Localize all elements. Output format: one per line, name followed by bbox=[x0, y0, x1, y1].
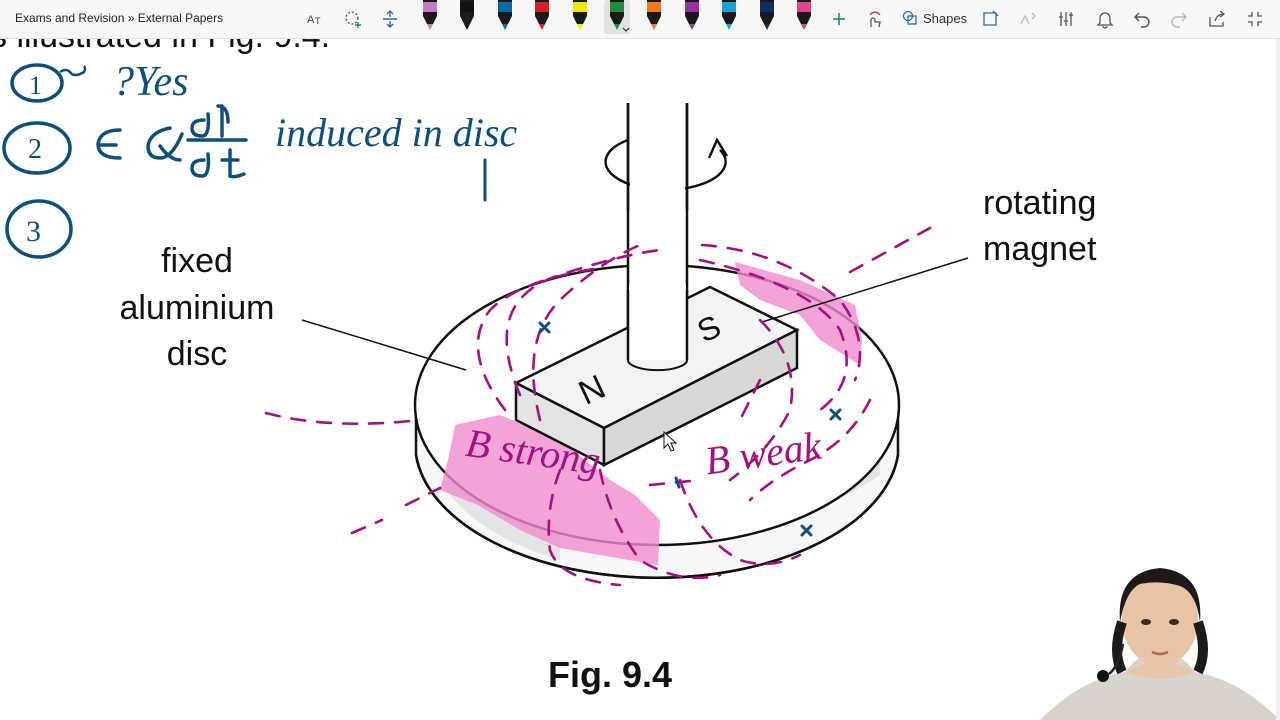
breadcrumb[interactable]: Exams and Revision » External Papers bbox=[15, 11, 224, 25]
shapes-icon bbox=[902, 10, 917, 25]
pen-tool-8[interactable] bbox=[679, 0, 705, 34]
drawing-surface: s illustrated in Fig. 9.4. bbox=[0, 38, 1097, 695]
touch-draw-icon[interactable] bbox=[862, 6, 888, 32]
pen-icon bbox=[497, 0, 512, 30]
pen-tool-11[interactable] bbox=[791, 0, 817, 34]
bar-magnet: N S bbox=[513, 285, 800, 468]
pen-icon bbox=[610, 0, 630, 32]
ink-to-shape-icon[interactable] bbox=[978, 6, 1004, 32]
label-magnet: magnet bbox=[983, 230, 1097, 268]
label-disc: disc bbox=[167, 335, 227, 373]
pen-tool-3[interactable] bbox=[492, 0, 518, 34]
heading-fragment: s illustrated in Fig. 9.4. bbox=[0, 38, 330, 55]
undo-icon[interactable] bbox=[1129, 6, 1155, 32]
shapes-button[interactable]: Shapes bbox=[902, 10, 967, 26]
figure-caption: Fig. 9.4 bbox=[548, 654, 672, 695]
pen-tool-7[interactable] bbox=[641, 0, 667, 34]
pen-icon bbox=[535, 0, 550, 30]
disc-leader-line bbox=[301, 319, 467, 371]
pen-tool-1[interactable] bbox=[417, 0, 443, 34]
blue-cross-marks bbox=[538, 321, 842, 537]
pink-highlights bbox=[440, 262, 862, 565]
mouse-cursor-icon bbox=[663, 430, 678, 452]
pen-tool-5[interactable] bbox=[567, 0, 593, 34]
note-item-1-number: 1 bbox=[29, 71, 42, 100]
lasso-select-icon[interactable] bbox=[340, 6, 366, 32]
pen-icon bbox=[460, 0, 475, 30]
label-fixed: fixed bbox=[161, 242, 233, 280]
note-item-1-mark bbox=[59, 65, 87, 77]
pen-tool-6[interactable] bbox=[604, 0, 630, 34]
note-item-3-number: 3 bbox=[26, 215, 41, 248]
pen-icon bbox=[423, 0, 437, 30]
svg-text:A: A bbox=[307, 14, 315, 26]
pen-icon bbox=[759, 0, 774, 30]
pen-icon bbox=[647, 0, 662, 30]
vertical-scrollbar[interactable] bbox=[1276, 38, 1280, 720]
label-rotating: rotating bbox=[983, 184, 1096, 222]
note-item-2-text: induced in disc bbox=[275, 110, 517, 155]
add-pen-icon[interactable] bbox=[826, 6, 852, 32]
note-canvas[interactable]: s illustrated in Fig. 9.4. bbox=[0, 38, 1280, 720]
replay-icon[interactable] bbox=[1053, 6, 1079, 32]
svg-text:T: T bbox=[315, 16, 321, 26]
pen-tool-10[interactable] bbox=[754, 0, 780, 34]
pen-icon bbox=[722, 0, 737, 30]
pen-icon bbox=[684, 0, 699, 30]
pen-tool-2[interactable] bbox=[454, 0, 480, 34]
field-lines bbox=[264, 226, 932, 587]
pen-tool-9[interactable] bbox=[716, 0, 742, 34]
shapes-label: Shapes bbox=[923, 10, 968, 26]
handwritten-notes bbox=[2, 63, 487, 259]
note-item-1-text: ?Yes bbox=[113, 59, 189, 105]
pen-tool-4[interactable] bbox=[529, 0, 555, 34]
ink-to-math-icon[interactable] bbox=[1015, 6, 1041, 32]
emf-formula bbox=[96, 104, 248, 179]
webcam-presenter-image bbox=[1040, 560, 1280, 720]
collapse-icon[interactable] bbox=[1242, 6, 1268, 32]
note-item-2-number: 2 bbox=[28, 134, 42, 165]
pen-icon bbox=[572, 0, 587, 30]
share-icon[interactable] bbox=[1204, 6, 1230, 32]
redo-icon[interactable] bbox=[1166, 6, 1192, 32]
pen-icon bbox=[797, 0, 811, 30]
insert-space-icon[interactable] bbox=[377, 6, 403, 32]
label-aluminium: aluminium bbox=[120, 289, 275, 327]
bell-icon[interactable] bbox=[1092, 6, 1118, 32]
magnet-leader-line bbox=[761, 257, 969, 323]
